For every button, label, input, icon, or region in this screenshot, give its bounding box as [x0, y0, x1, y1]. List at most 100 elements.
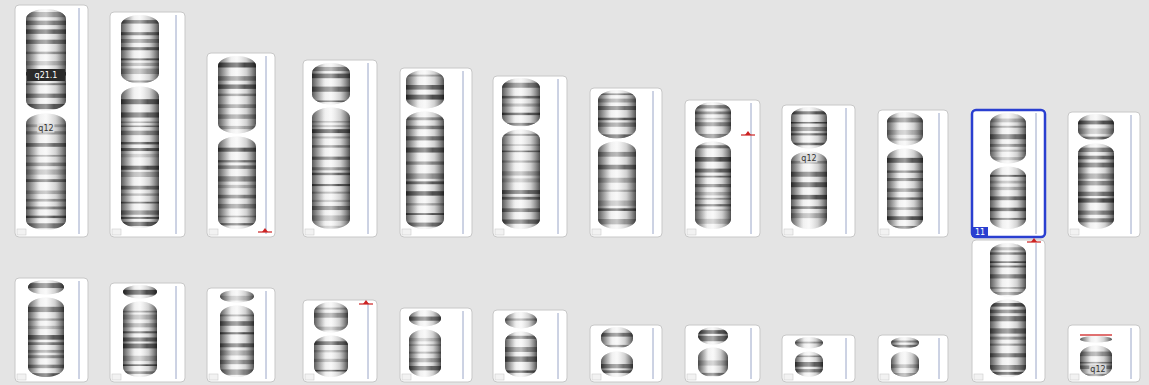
- ideogram-line: [751, 328, 752, 379]
- ideogram-line: [463, 71, 464, 234]
- ideogram-line: [176, 286, 177, 379]
- chromosome-body: [505, 312, 537, 377]
- chromosome-panel: [493, 310, 567, 382]
- panel-tag: [17, 229, 26, 235]
- ideogram-line: [266, 291, 267, 379]
- chromosome-shading: [1080, 336, 1112, 377]
- ideogram-line: [846, 108, 847, 234]
- chromosome: [218, 56, 256, 229]
- panel-tag: [784, 229, 793, 235]
- chromosome-shading: [698, 327, 728, 377]
- chromosome-panel: [590, 325, 662, 382]
- chromosome: [502, 78, 540, 229]
- ideogram-line: [1131, 115, 1132, 234]
- chromosome-panel: [685, 100, 760, 237]
- chromosome-body: [121, 15, 159, 228]
- chromosome-panel: [400, 308, 472, 382]
- ideogram-line: [653, 328, 654, 379]
- ideogram-line: [368, 303, 369, 379]
- chromosome-panel: [972, 240, 1045, 382]
- panel-tag: [784, 374, 793, 380]
- chromosome-body: [26, 9, 66, 230]
- ideogram-line: [79, 281, 80, 379]
- band-label: q12: [800, 154, 817, 163]
- panel-tag: [687, 374, 696, 380]
- chromosome-body: [406, 70, 444, 229]
- chromosome-panel: [400, 68, 472, 237]
- selection-number: 11: [974, 228, 986, 237]
- chromosome: [505, 312, 537, 377]
- chromosome-panel: [110, 12, 185, 237]
- chromosome: [1080, 336, 1112, 377]
- chromosome-panel: [15, 5, 88, 237]
- chromosome: [891, 337, 919, 377]
- chromosome-body: [409, 310, 441, 377]
- panel-tag: [402, 374, 411, 380]
- chromosome-body: [990, 243, 1026, 377]
- ideogram-line: [1036, 113, 1037, 234]
- chromosome-body: [791, 107, 827, 229]
- chromosome-body: [312, 63, 350, 229]
- panel-tag: [305, 229, 314, 235]
- chromosome-shading: [505, 312, 537, 377]
- chromosome-shading: [218, 56, 256, 229]
- chromosome-shading: [406, 70, 444, 229]
- chromosome: [990, 113, 1026, 229]
- chromosome-body: [990, 113, 1026, 229]
- chromosome-shading: [312, 63, 350, 229]
- chromosome-body: [891, 337, 919, 377]
- marker-arrow: [1031, 238, 1037, 242]
- chromosome-shading: [220, 290, 254, 377]
- chromosome: [1078, 114, 1114, 229]
- ideogram-line: [558, 313, 559, 379]
- chromosome-panel: [303, 300, 377, 382]
- selection-tag: [972, 227, 988, 237]
- chromosome-shading: [598, 90, 636, 229]
- chromosome-panel: [878, 335, 948, 382]
- chromosome-body: [795, 337, 823, 377]
- ideogram-line: [1131, 328, 1132, 379]
- chromosome: [123, 285, 157, 377]
- chromosome-shading: [795, 337, 823, 377]
- panel-tag: [402, 229, 411, 235]
- chromosome-panel: [303, 60, 377, 237]
- ideogram-line: [846, 338, 847, 379]
- chromosome-shading: [121, 15, 159, 228]
- chromosome-panel: [207, 288, 275, 382]
- chromosome-shading: [990, 113, 1026, 229]
- chromosome: [28, 280, 64, 377]
- chromosome-body: [1078, 114, 1114, 229]
- panel-tag: [112, 229, 121, 235]
- chromosome-body: [887, 112, 923, 229]
- chromosome-panel: [782, 105, 855, 237]
- chromosome: [990, 243, 1026, 377]
- panel-tag: [209, 374, 218, 380]
- panel-tag: [592, 374, 601, 380]
- marker-arrow: [363, 300, 369, 304]
- chromosome-body: [598, 90, 636, 229]
- marker-arrow: [745, 131, 751, 135]
- chromosome: [601, 327, 633, 377]
- chromosome-panel: [685, 325, 760, 382]
- chromosome-body: [502, 78, 540, 229]
- chromosome-shading: [1078, 114, 1114, 229]
- chromosome-shading: [123, 285, 157, 377]
- chromosome-panel: [1068, 112, 1140, 237]
- panel-tag: [305, 374, 314, 380]
- chromosome-panel: [493, 76, 567, 237]
- ideogram-line: [558, 79, 559, 234]
- chromosome-panel: [110, 283, 185, 382]
- chromosome-body: [220, 290, 254, 377]
- panel-tag: [592, 229, 601, 235]
- chromosome-body: [695, 102, 731, 229]
- chromosome: [314, 302, 348, 377]
- panel-tag: [495, 374, 504, 380]
- chromosome-shading: [990, 243, 1026, 377]
- panel-tag: [1070, 229, 1079, 235]
- chromosome-panel: [1068, 325, 1140, 382]
- ideogram-line: [653, 91, 654, 234]
- chromosome: [406, 70, 444, 229]
- ideogram-line: [751, 103, 752, 234]
- chromosome-panel: [972, 110, 1045, 237]
